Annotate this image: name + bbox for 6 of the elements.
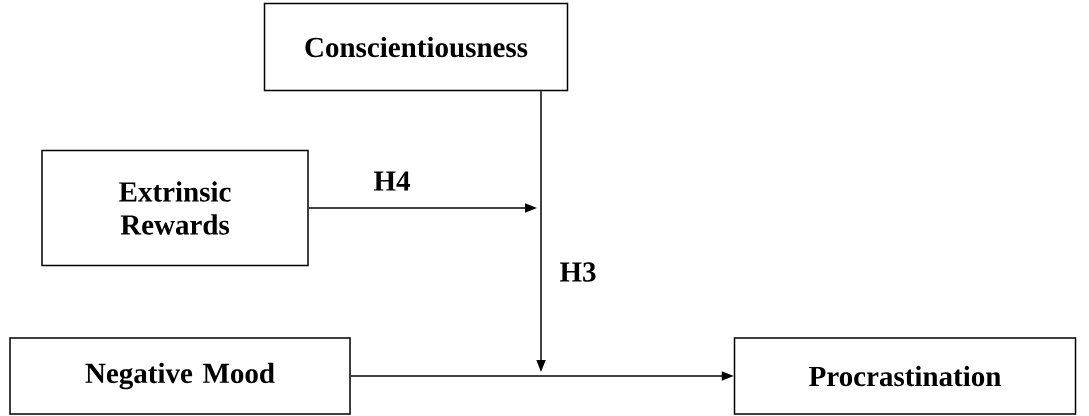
process-box: Conscientiousness: [263, 2, 569, 92]
process-box: Procrastination: [733, 337, 1077, 415]
edge-label: H3: [558, 261, 598, 283]
edge-label: H4: [372, 170, 412, 192]
process-box: Extrinsic Rewards: [41, 149, 309, 267]
process-box: Negative Mood: [9, 337, 351, 415]
